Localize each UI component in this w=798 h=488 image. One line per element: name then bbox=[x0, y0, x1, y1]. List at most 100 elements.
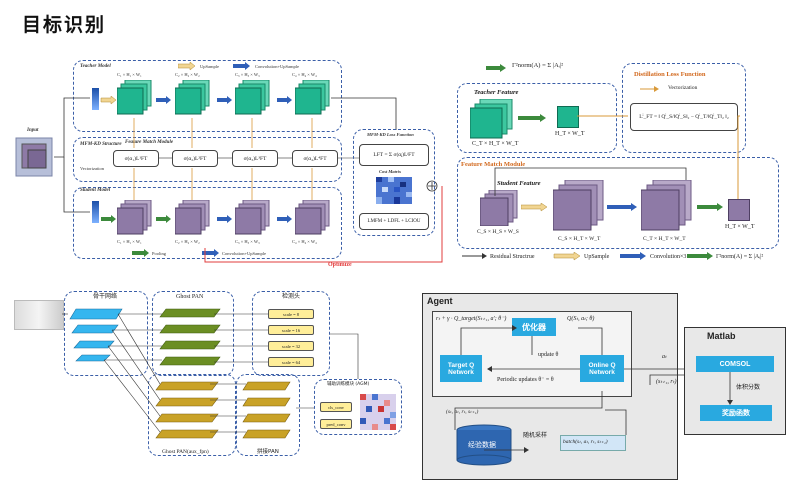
concat-pan-layers bbox=[242, 381, 291, 439]
batch-label: batch(sₜ, aₜ, rₜ, sₜ₊₁) bbox=[563, 439, 608, 445]
comsol-box: COMSOL bbox=[696, 356, 774, 372]
ghost-connectors bbox=[62, 313, 359, 433]
pooling-legend: Pooling bbox=[152, 251, 167, 256]
ghost-pan-layers bbox=[159, 308, 221, 366]
assist-module-label: 辅助训练模块 (AGM) bbox=[327, 382, 370, 387]
ghost-pan-box bbox=[152, 291, 234, 376]
ghost-pan-label: Ghost PAN bbox=[176, 294, 204, 300]
cls-conv-box: cls_conv bbox=[320, 402, 352, 412]
online-network-box: Online Q Network bbox=[580, 355, 624, 382]
backbone-box bbox=[64, 291, 148, 376]
ghost-pan-aux-layers bbox=[155, 381, 219, 439]
student-feature-cube-2 bbox=[552, 179, 605, 237]
teacher-arrows bbox=[100, 96, 292, 105]
teacher-dim-1: C₁ × H₁ × W₁ bbox=[117, 72, 142, 77]
right-fm-title: Feature Match Module bbox=[461, 161, 526, 168]
student-feature-label: Student Feature bbox=[497, 180, 541, 187]
vectorization-label: Vectorization bbox=[80, 166, 104, 171]
loss-formula-box: LFT = Σ σ(αⱼ)LʲFT bbox=[359, 144, 429, 166]
target-network-box: Target Q Network bbox=[440, 355, 482, 382]
teacher-model-box bbox=[73, 60, 342, 132]
student-input-slab bbox=[92, 201, 99, 223]
student-dim-3: C₃ × H₃ × W₃ bbox=[235, 239, 260, 244]
random-sample-label: 随机采样 bbox=[523, 432, 548, 439]
volume-fraction-label: 体积分数 bbox=[736, 384, 761, 391]
scale-32: scale = 32 bbox=[268, 341, 314, 351]
student-arrows bbox=[101, 215, 292, 223]
batch-box bbox=[560, 435, 626, 451]
conv-upsample-legend-bottom: Convolution+UpSample bbox=[222, 251, 267, 256]
student-model-label: Student Model bbox=[80, 188, 111, 193]
reward-box: 奖励函数 bbox=[700, 405, 772, 421]
right-legend-arrows bbox=[462, 252, 713, 261]
feature-match-box bbox=[73, 137, 342, 182]
teacher-feature-dim: C_T × H_T × W_T bbox=[472, 141, 519, 147]
student-cube-3 bbox=[234, 199, 271, 241]
student-norm-arrow bbox=[697, 203, 723, 211]
distill-connectors bbox=[494, 115, 740, 199]
teacher-feature-box bbox=[457, 83, 617, 153]
student-flat-dim: H_T × W_T bbox=[725, 224, 755, 230]
upsample-legend: UpSample bbox=[200, 64, 219, 69]
teacher-model-label: Teacher Model bbox=[80, 64, 111, 69]
action-label: aₜ bbox=[662, 354, 667, 360]
distill-vectorization-label: Vectorization bbox=[668, 85, 698, 91]
mfm-structure-label: MFM-KD Structure bbox=[80, 142, 122, 147]
backbone-label: 骨干网络 bbox=[93, 293, 118, 300]
teacher-cube-2 bbox=[174, 79, 211, 121]
teacher-feature-label: Teacher Feature bbox=[474, 89, 519, 96]
student-model-box bbox=[73, 187, 342, 259]
norm-arrow-top bbox=[486, 64, 506, 72]
optimize-label: Optimize bbox=[328, 262, 352, 268]
teacher-dim-4: C₄ × H₄ × W₄ bbox=[292, 72, 317, 77]
teacher-flat-dim: H_T × W_T bbox=[555, 131, 585, 137]
fm-box-4: σ(α₄)L⁴FT bbox=[292, 150, 338, 167]
scale-8: scale = 8 bbox=[268, 309, 314, 319]
optimizer-box: 优化器 bbox=[512, 318, 556, 336]
teacher-cube-3 bbox=[234, 79, 271, 121]
student-feature-cube-3 bbox=[640, 179, 693, 237]
input-label: Input bbox=[27, 128, 39, 133]
legend-residual: Residual Structrue bbox=[490, 254, 535, 260]
matlab-title: Matlab bbox=[707, 331, 736, 341]
student-cube-1 bbox=[116, 199, 153, 241]
teacher-input-slab bbox=[92, 88, 99, 110]
fm-box-1: σ(α₁)L¹FT bbox=[113, 150, 159, 167]
input-cube bbox=[15, 137, 53, 177]
update-label: update θ bbox=[538, 352, 559, 358]
assist-heatmap bbox=[360, 394, 396, 430]
mfm-loss-title: MFM-KD Loss Function bbox=[367, 132, 414, 137]
agent-title: Agent bbox=[427, 296, 453, 306]
experience-label: 经验数据 bbox=[468, 441, 496, 449]
student-cube-2 bbox=[174, 199, 211, 241]
teacher-dim-3: C₃ × H₃ × W₃ bbox=[235, 72, 260, 77]
teacher-cube-1 bbox=[116, 79, 153, 121]
cost-matrix-heatmap bbox=[376, 177, 412, 204]
mfm-connectors bbox=[54, 97, 443, 263]
student-flat-square bbox=[728, 199, 750, 221]
target-formula: rₜ + γ · Q_target(Sₜ₊₁, a′; θ⁻) bbox=[436, 316, 507, 322]
student-cube-4 bbox=[294, 199, 331, 241]
cost-matrix-label: Cost Matrix bbox=[379, 169, 402, 174]
fm-box-2: σ(α₂)L²FT bbox=[172, 150, 218, 167]
mfm-loss-box bbox=[353, 129, 435, 236]
student-dim-2: C₂ × H₂ × W₂ bbox=[175, 239, 200, 244]
input-image-thumb bbox=[14, 300, 64, 330]
student-legend bbox=[132, 249, 219, 257]
student-feature-dim-3: C_T × H_T × W_T bbox=[643, 236, 686, 242]
student-feature-cube-1 bbox=[479, 189, 520, 231]
teacher-feature-cube bbox=[469, 98, 514, 144]
tuple-label: (sₜ, aₜ, rₜ, sₜ₊₁) bbox=[446, 409, 479, 415]
scale-64: scale = 64 bbox=[268, 357, 314, 367]
teacher-flat-square bbox=[557, 106, 579, 128]
right-feature-match-box bbox=[457, 157, 779, 249]
q-formula: Q(Sₜ, aₜ; θ) bbox=[567, 316, 595, 322]
teacher-to-flat-arrow bbox=[518, 114, 546, 122]
student-conv-arrow bbox=[607, 203, 637, 211]
student-dim-1: C₁ × H₁ × W₁ bbox=[117, 239, 142, 244]
student-feature-dim-2: C_S × H_T × W_T bbox=[558, 236, 601, 242]
scale-16: scale = 16 bbox=[268, 325, 314, 335]
legend-conv3: Convolution×3 bbox=[650, 254, 687, 260]
norm-formula-top: Γ²norm(A) = Σ |Aᵢ|² bbox=[512, 62, 564, 69]
legend-upsample: UpSample bbox=[584, 254, 610, 260]
